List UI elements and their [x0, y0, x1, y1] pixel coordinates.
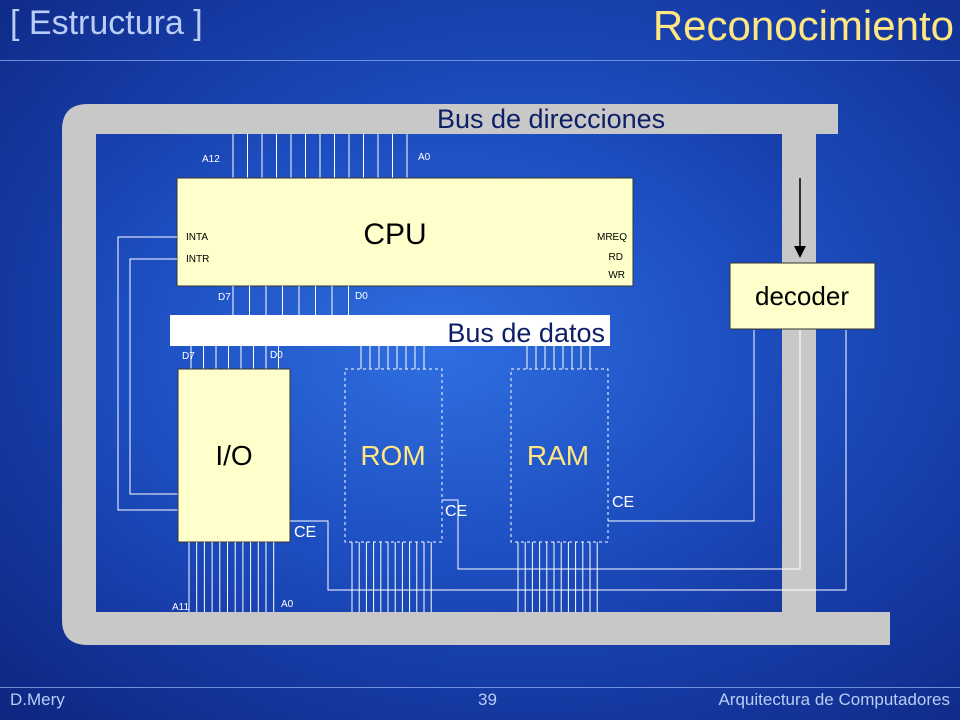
slide-title: Reconocimiento	[652, 2, 954, 49]
intr-line	[129, 258, 178, 495]
cpu-address-lines	[232, 134, 408, 178]
ram-box	[510, 368, 609, 543]
cpu-pin-intr: INTR	[186, 254, 209, 265]
cpu-label: CPU	[363, 218, 426, 251]
io-data-low-label: D0	[270, 350, 283, 361]
ram-ce-label: CE	[612, 494, 634, 511]
footer-course: Arquitectura de Computadores	[718, 690, 950, 709]
decoder-bus-drop	[782, 134, 816, 264]
decoder-arrow-head	[794, 246, 806, 258]
header-divider	[0, 60, 960, 61]
rom-ce-line	[442, 330, 801, 570]
io-ce-label: CE	[294, 524, 316, 541]
rom-ce-label: CE	[445, 503, 467, 520]
memory-address-lines	[188, 542, 598, 612]
cpu-pin-wr: WR	[608, 270, 625, 281]
inta-line	[117, 236, 178, 511]
rom-box	[344, 368, 443, 543]
io-ce-line	[290, 330, 847, 591]
data-bus	[170, 315, 610, 346]
io-addr-low-label: A0	[281, 599, 294, 610]
cpu-pin-rd: RD	[609, 252, 623, 263]
io-label: I/O	[215, 440, 252, 471]
footer-author: D.Mery	[10, 690, 65, 709]
cpu-pin-inta: INTA	[186, 232, 208, 243]
io-box	[177, 368, 291, 543]
cpu-addr-low-label: A0	[418, 152, 431, 163]
cpu-box	[176, 177, 634, 287]
footer-page-number: 39	[478, 690, 497, 709]
decoder-box	[729, 262, 876, 330]
cpu-addr-high-label: A12	[202, 154, 220, 165]
architecture-diagram: Bus de direcciones A12 A0 CPU INTA INTR …	[62, 104, 890, 645]
section-title: [ Estructura ]	[10, 4, 203, 42]
ram-label: RAM	[527, 440, 589, 471]
data-bus-label: Bus de datos	[447, 318, 605, 348]
address-bus-label: Bus de direcciones	[437, 104, 665, 134]
footer-divider	[0, 687, 960, 688]
io-addr-high-label: A11	[172, 602, 189, 613]
cpu-data-low-label: D0	[355, 291, 368, 302]
memory-data-lines	[190, 346, 591, 369]
cpu-data-lines	[232, 286, 349, 315]
cpu-data-high-label: D7	[218, 292, 231, 303]
decoder-label: decoder	[755, 281, 849, 311]
rom-label: ROM	[360, 440, 425, 471]
cpu-pin-mreq: MREQ	[597, 232, 627, 243]
io-data-high-label: D7	[182, 351, 195, 362]
ram-ce-line	[608, 330, 755, 522]
